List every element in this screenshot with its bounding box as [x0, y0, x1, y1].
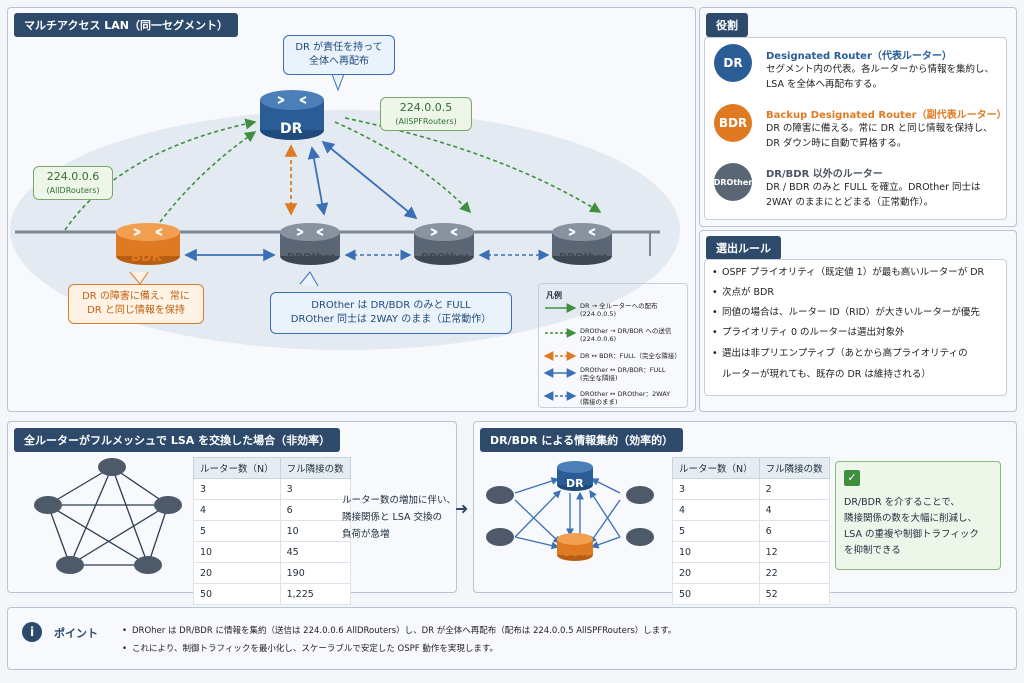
dr-role-title: Designated Router（代表ルーター） [766, 51, 952, 62]
bdr-role-title: Backup Designated Router（副代表ルーター） [766, 110, 1007, 121]
dr-router-label: DR [280, 121, 303, 137]
drother3-label: DROther [559, 252, 608, 263]
dr-role-desc: セグメント内の代表。各ルーターから情報を集約し、LSA を全体へ再配布する。 [766, 64, 995, 90]
bdr-role-desc: DR の障害に備える。常に DR と同じ情報を保持し、DR ダウン時に自動で昇格… [766, 123, 993, 149]
bdr-badge: BDR [714, 104, 752, 142]
drbdr-title: DR/BDR による情報集約（効率的） [480, 428, 684, 452]
mesh-router-5 [134, 556, 162, 574]
mesh-router-3 [154, 496, 182, 514]
election-title: 選出ルール [706, 236, 781, 260]
mesh-router-2 [34, 496, 62, 514]
drother-badge: DROther [714, 163, 752, 201]
point-title: ポイント [54, 627, 98, 640]
fullmesh-diagram [34, 458, 182, 574]
legend-item-4: DROther ↔ DR/BDR：FULL(完全な隣接) [580, 366, 666, 382]
bdr-router-label: BDR [131, 250, 162, 265]
point-line-1: DROher は DR/BDR に情報を集約（送信は 224.0.0.6 All… [122, 624, 676, 639]
mesh-router-4 [56, 556, 84, 574]
mesh-router-1 [98, 458, 126, 476]
rule-5: 選出は非プリエンプティブ（あとから高プライオリティの [712, 346, 968, 361]
dr-callout: DR が責任を持って全体へ再配布 [283, 35, 395, 75]
legend-item-1: DR → 全ルーターへの配布(224.0.0.5) [580, 302, 658, 318]
fullmesh-title: 全ルーターがフルメッシュで LSA を交換した場合（非効率） [14, 428, 341, 452]
roles-card [704, 37, 1007, 220]
dr-badge: DR [714, 44, 752, 82]
legend-item-2: DROther → DR/BDR への送信(224.0.0.6) [580, 327, 672, 343]
small-router-1 [486, 486, 514, 504]
router-bdr [116, 223, 180, 265]
check-icon: ✓ [844, 470, 860, 486]
small-bdr-label: BDR [563, 546, 589, 559]
legend-item-3: DR ↔ BDR：FULL（完全な隣接） [580, 352, 681, 360]
arrow-bdr-to-dr [159, 131, 257, 223]
efficiency-note-box [835, 461, 1001, 570]
small-router-3 [486, 528, 514, 546]
router-dr [260, 90, 324, 140]
efficiency-note: DR/BDR を介することで、隣接関係の数を大幅に削減し、LSA の重複や制御ト… [844, 497, 979, 556]
small-router-2 [626, 486, 654, 504]
rule-3: 同値の場合は、ルーター ID（RID）が大きいルーターが優先 [712, 305, 980, 320]
legend-title: 凡例 [546, 291, 562, 300]
small-dr-router [557, 461, 593, 491]
legend-item-5: DROther ↔ DROther：2WAY(隣接のまま) [580, 390, 671, 406]
small-bdr-router [557, 533, 593, 561]
rule-4: プライオリティ 0 のルーターは選出対象外 [712, 325, 904, 340]
arrow-edge-to-dr [64, 118, 257, 231]
rule-5-cont: ルーターが現れても、既存の DR は維持される） [722, 369, 931, 380]
lan-panel-title: マルチアクセス LAN（同一セグメント） [14, 13, 239, 37]
small-router-4 [626, 528, 654, 546]
drother-role-title: DR/BDR 以外のルーター [766, 169, 883, 180]
small-dr-label: DR [566, 477, 584, 490]
drother1-label: DROther [287, 252, 336, 263]
drother2-label: DROther [421, 252, 470, 263]
rule-1: OSPF プライオリティ（既定値 1）が最も高いルーターが DR [712, 265, 984, 280]
roles-title: 役割 [706, 13, 748, 37]
router-drother-3 [552, 223, 612, 265]
router-drother-1 [280, 223, 340, 265]
fullmesh-note: ルーター数の増加に伴い、隣接関係と LSA 交換の負荷が急増 [342, 495, 457, 540]
mcast-allspf-label: 224.0.0.5(AllSPFRouters) [380, 97, 472, 131]
info-icon: i [22, 622, 42, 642]
legend-box [538, 283, 688, 408]
arrow-right-icon: ➜ [455, 499, 469, 518]
arrow-dr-drother2 [321, 140, 418, 220]
drbdr-diagram [486, 461, 654, 561]
rule-2: 次点が BDR [712, 285, 774, 300]
mcast-alldr-label: 224.0.0.6(AllDRouters) [33, 166, 113, 200]
point-line-2: これにより、制御トラフィックを最小化し、スケーラブルで安定した OSPF 動作を… [122, 642, 498, 657]
router-drother-2 [414, 223, 474, 265]
